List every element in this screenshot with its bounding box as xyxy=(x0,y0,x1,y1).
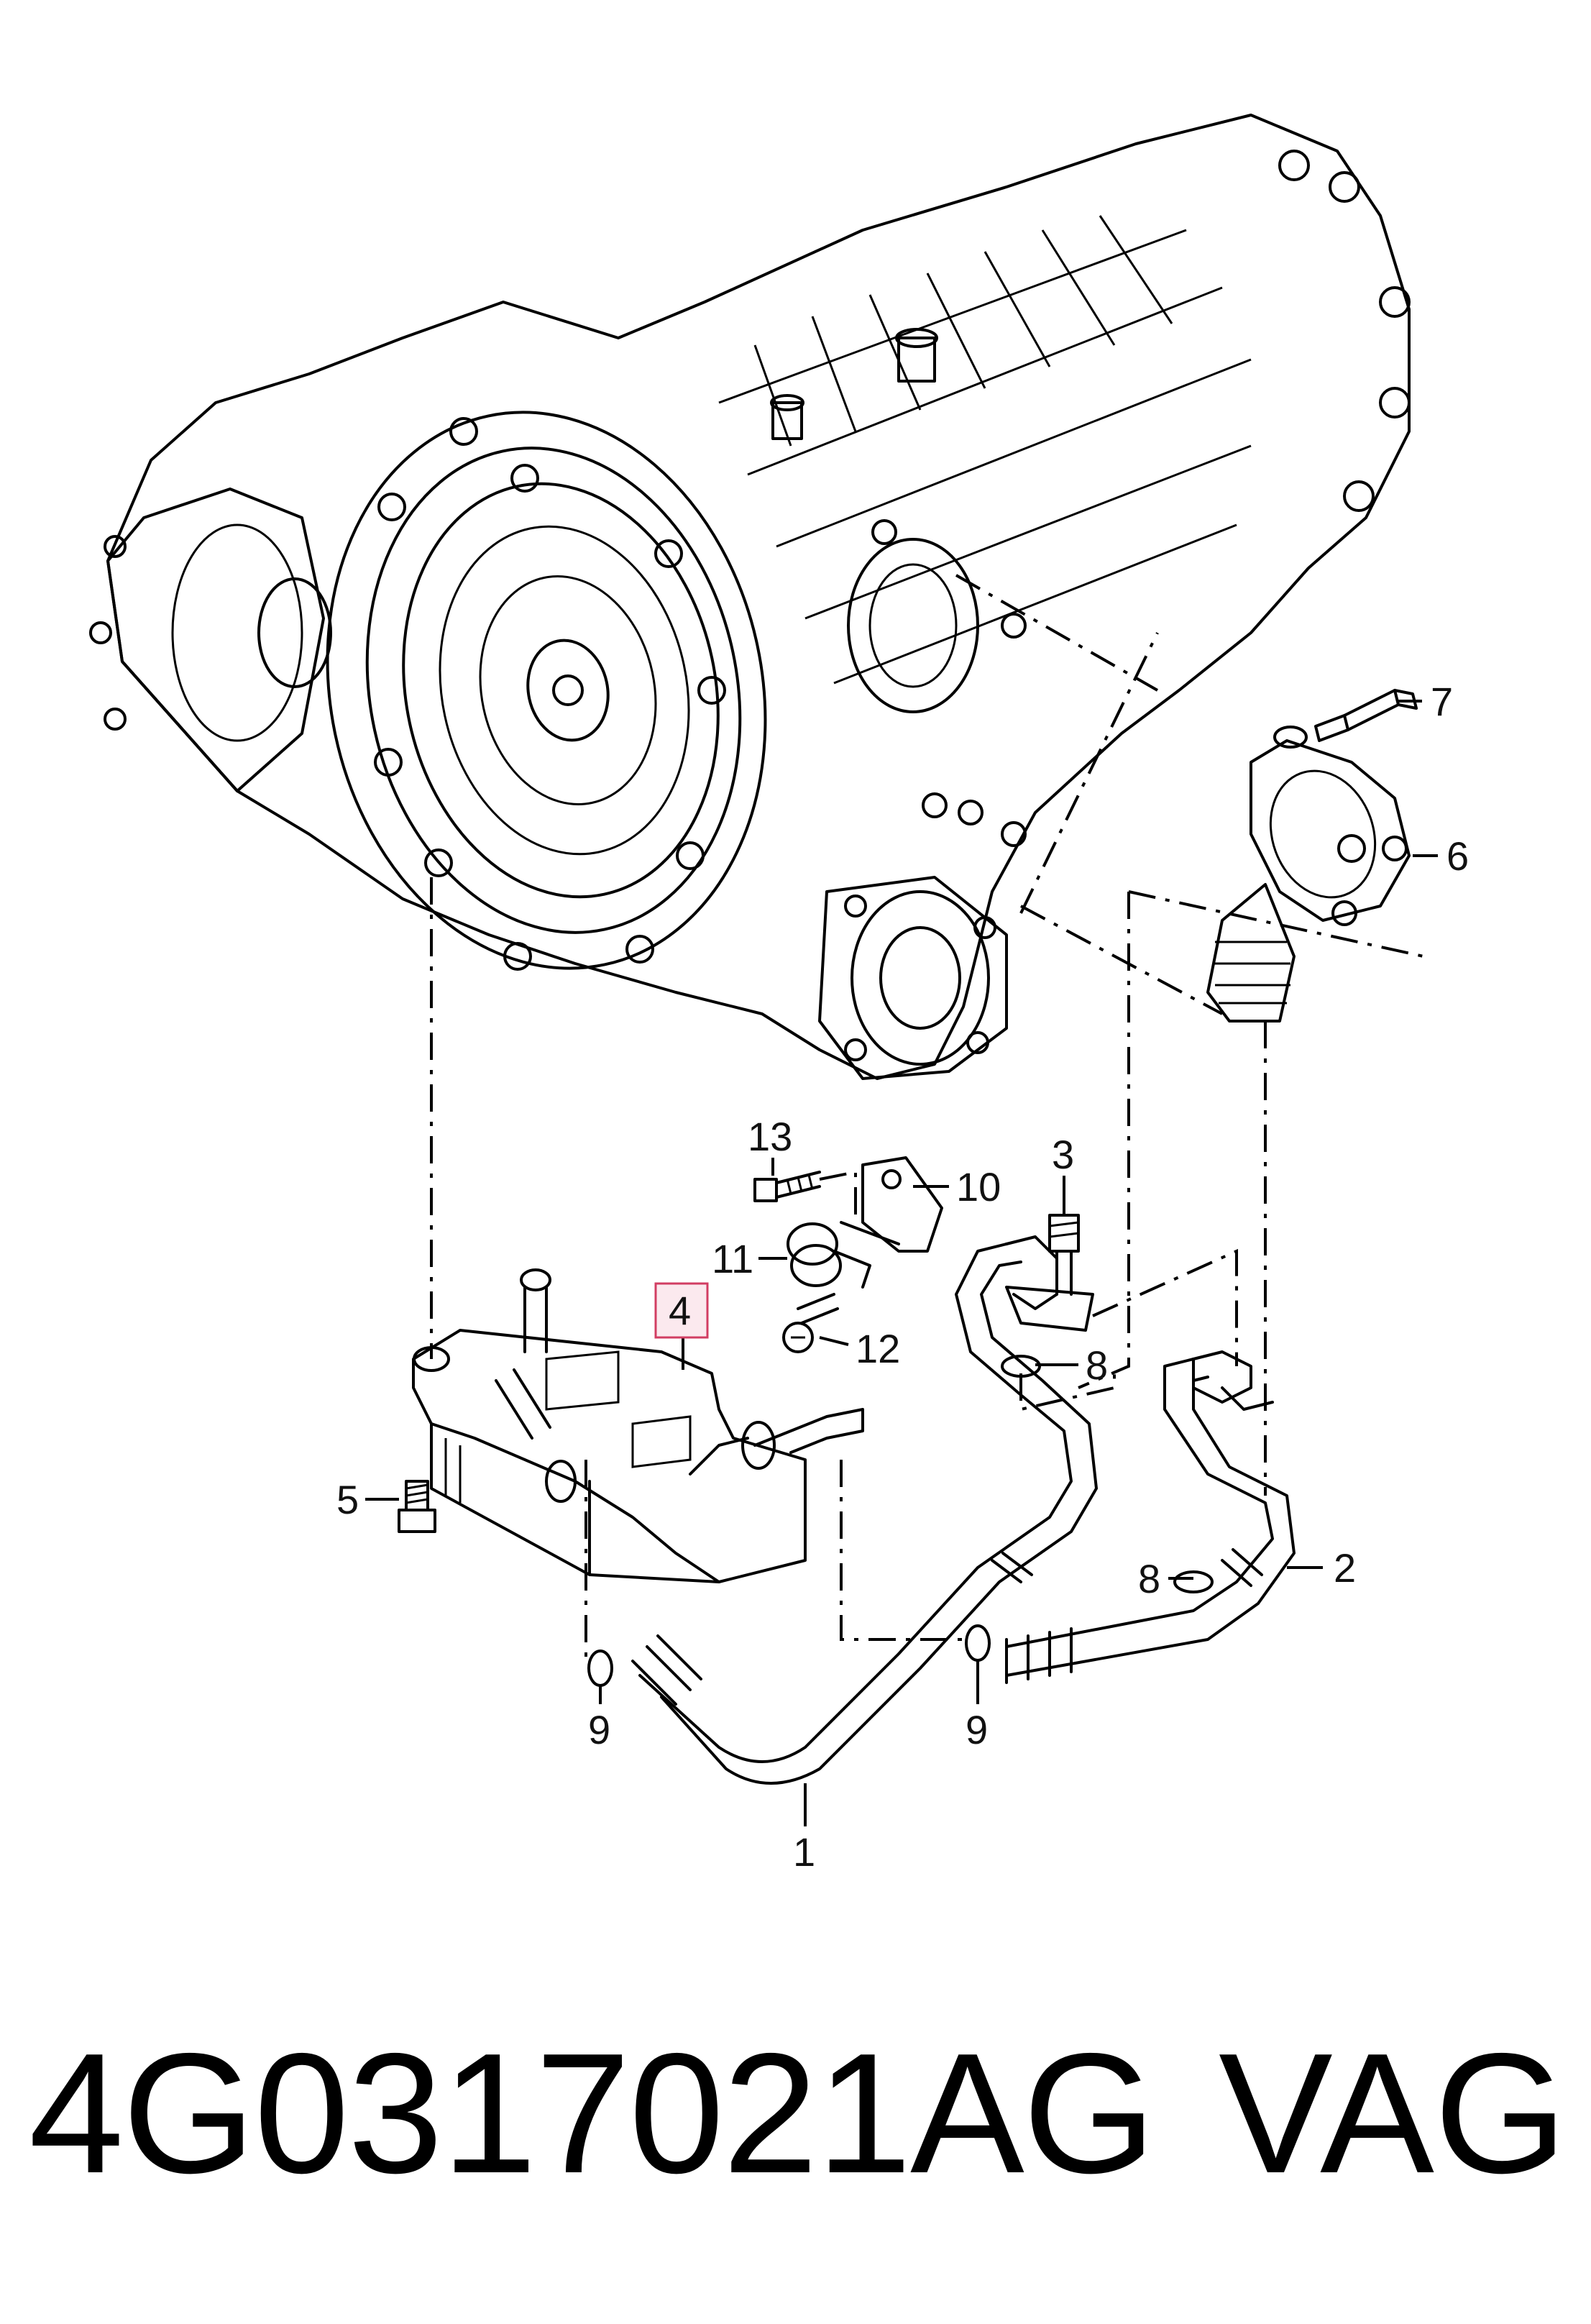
part-8-o-ring-upper xyxy=(1001,1355,1041,1378)
part-12-bolt xyxy=(782,1293,839,1353)
part-10-bracket xyxy=(840,1156,943,1253)
footer: 4G0317021AG VAG xyxy=(29,2006,1567,2222)
part-3-bolt xyxy=(1005,1214,1094,1332)
part-11-clip xyxy=(787,1222,871,1289)
callout-10: 10 xyxy=(956,1164,1001,1209)
callout-9-right: 9 xyxy=(966,1707,988,1752)
part-4-atf-cooler xyxy=(412,1268,864,1583)
part-6-filter-flange xyxy=(1206,739,1411,1023)
callout-4: 4 xyxy=(669,1288,691,1333)
part-5-bolt xyxy=(398,1480,436,1533)
callout-labels: 1 2 3 4 5 6 7 8 8 9 9 10 11 12 13 xyxy=(336,679,1469,1875)
callout-2: 2 xyxy=(1334,1545,1356,1591)
part-2-pipe xyxy=(1005,1350,1296,1684)
part-9-o-ring-right xyxy=(965,1624,991,1662)
callout-6: 6 xyxy=(1446,833,1469,879)
callout-8-lower: 8 xyxy=(1138,1556,1160,1601)
assembly-guide-lines xyxy=(430,574,1424,1661)
part-8-o-ring-lower xyxy=(1173,1570,1214,1593)
callout-8-upper: 8 xyxy=(1086,1342,1108,1388)
callout-7: 7 xyxy=(1431,679,1453,724)
callout-leaders xyxy=(365,700,1438,1826)
callout-13: 13 xyxy=(748,1114,792,1159)
transmission-housing xyxy=(89,114,1411,1080)
part-13-bolt xyxy=(753,1171,821,1202)
callout-3: 3 xyxy=(1052,1132,1074,1177)
part-7-bolt xyxy=(1273,689,1418,749)
brand-name: VAG xyxy=(1219,2018,1567,2209)
callout-4-highlight xyxy=(654,1282,709,1339)
callout-11: 11 xyxy=(712,1236,753,1281)
callout-9-left: 9 xyxy=(588,1707,610,1752)
callout-12: 12 xyxy=(856,1326,900,1371)
part-number: 4G0317021AG xyxy=(29,2018,1156,2209)
part-9-o-ring-left xyxy=(587,1650,613,1687)
callout-5: 5 xyxy=(336,1477,359,1522)
callout-1: 1 xyxy=(793,1829,815,1875)
